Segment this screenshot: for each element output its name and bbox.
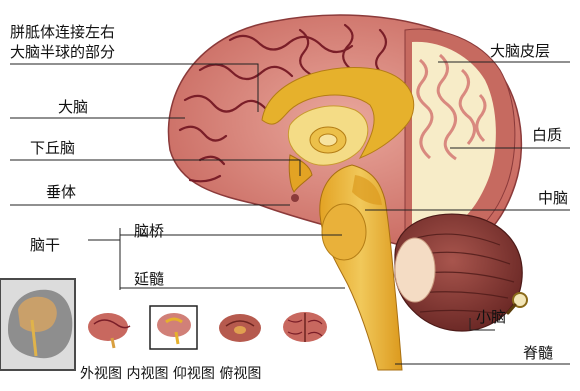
label-medulla: 延髓 (134, 270, 164, 288)
pituitary-shape (291, 194, 299, 202)
label-brainstem: 脑干 (30, 236, 60, 254)
label-hypothalamus: 下丘脑 (30, 139, 75, 157)
label-cortex: 大脑皮层 (490, 42, 550, 60)
label-pituitary: 垂体 (46, 183, 76, 201)
view-thumb-inner[interactable] (150, 306, 197, 349)
pons-shape (322, 204, 366, 260)
view-tabs-label[interactable]: 外视图 内视图 仰视图 俯视图 (80, 365, 261, 383)
label-pons: 脑桥 (134, 222, 164, 240)
label-white-matter: 白质 (532, 126, 562, 144)
label-corpus-callosum: 胼胝体连接左右 大脑半球的部分 (10, 22, 115, 62)
cerebellum-core (395, 238, 435, 302)
label-midbrain: 中脑 (538, 189, 568, 207)
view-thumb-bottom[interactable] (219, 314, 261, 342)
label-cerebrum: 大脑 (58, 98, 88, 116)
label-cerebellum: 小脑 (476, 308, 506, 326)
view-thumb-outer[interactable] (88, 313, 130, 348)
outer-view-thumbnail[interactable] (0, 279, 75, 370)
label-spinal-cord: 脊髓 (523, 344, 553, 362)
view-thumb-top[interactable] (283, 312, 327, 342)
